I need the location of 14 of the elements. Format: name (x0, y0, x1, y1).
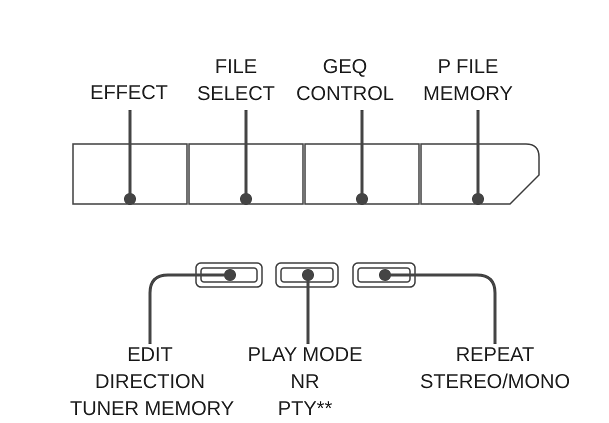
callout-label: DIRECTION (94, 370, 206, 395)
callout-label: PTY** (276, 397, 334, 422)
leader-line (148, 269, 236, 344)
leader-line (356, 110, 368, 205)
leader-line (472, 110, 484, 205)
leader-line (302, 269, 314, 344)
callout-label: PLAY MODE (246, 343, 364, 368)
callout-label: NR (290, 370, 320, 395)
leader-line (379, 269, 496, 344)
leader-line (124, 110, 136, 205)
callout-label: STEREO/MONO (418, 370, 571, 395)
callout-label: EDIT (126, 343, 174, 368)
leader-line (240, 110, 252, 205)
callout-label: REPEAT (454, 343, 536, 368)
